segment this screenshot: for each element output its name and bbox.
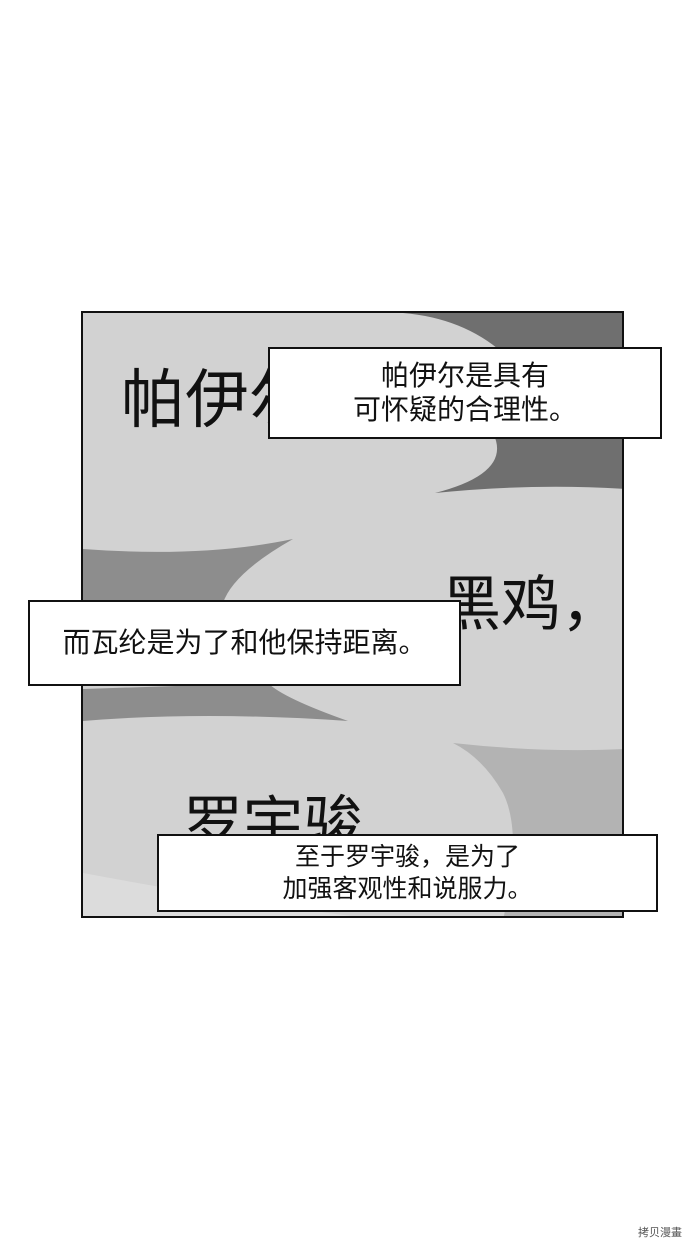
mid-shape-left-upper (83, 539, 293, 603)
light-shape-bottom-left (83, 873, 352, 916)
big-text-black-chicken: 黑鸡， (441, 570, 621, 640)
caption-2-line-1: 而瓦纶是为了和他保持距离。 (62, 626, 427, 659)
caption-1-line-2: 可怀疑的合理性。 (352, 393, 577, 426)
caption-box-2: 而瓦纶是为了和他保持距离。 (28, 600, 461, 686)
watermark: 拷贝漫畫 (638, 1226, 682, 1239)
caption-box-1: 帕伊尔是具有 可怀疑的合理性。 (268, 347, 662, 439)
caption-3-line-2: 加强客观性和说服力。 (282, 874, 533, 903)
caption-1-line-1: 帕伊尔是具有 (380, 359, 549, 392)
mid-shape-left-lower (83, 683, 348, 721)
caption-3-line-1: 至于罗宇骏，是为了 (294, 842, 520, 871)
caption-box-3: 至于罗宇骏，是为了 加强客观性和说服力。 (157, 834, 658, 912)
